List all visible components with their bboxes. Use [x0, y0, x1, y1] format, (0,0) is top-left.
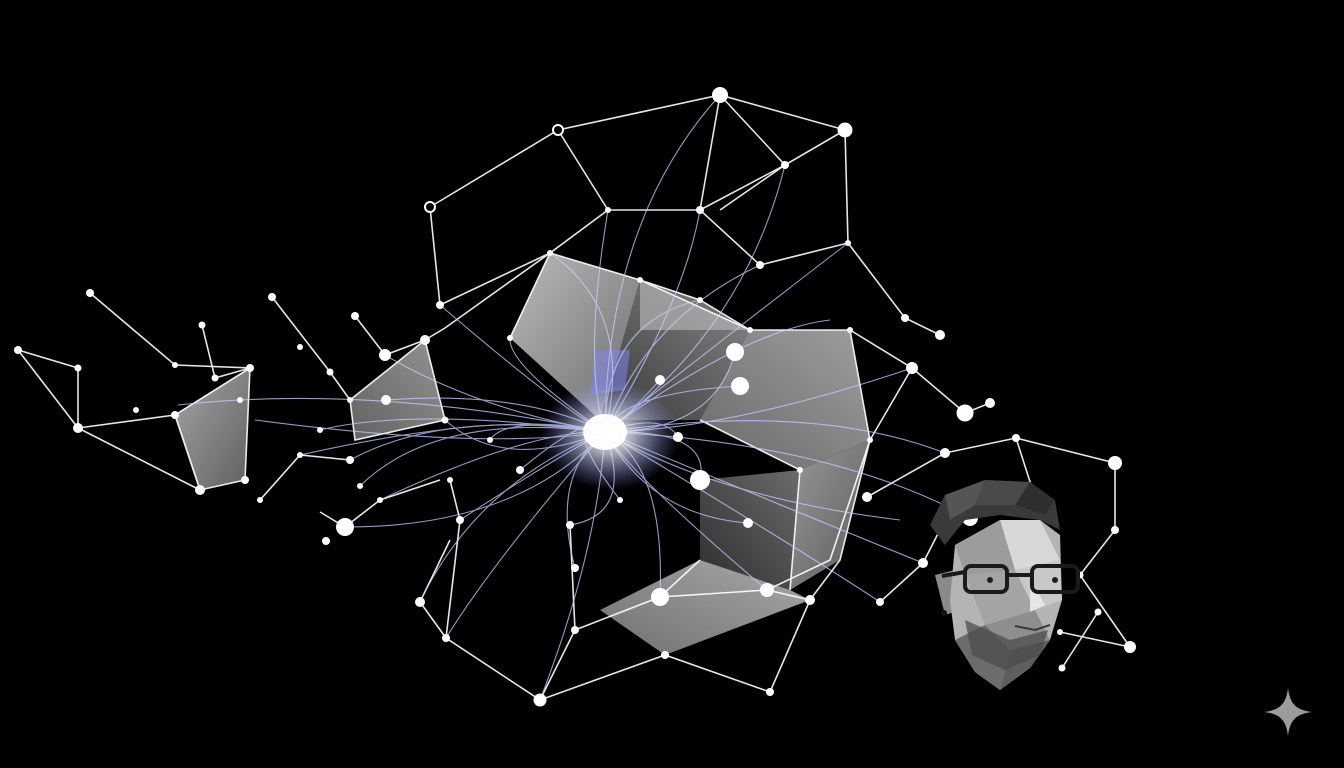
graph-node	[237, 397, 243, 403]
graph-node	[171, 411, 179, 419]
graph-node	[696, 206, 704, 214]
graph-node	[985, 398, 995, 408]
graph-node	[547, 250, 553, 256]
graph-node	[172, 362, 178, 368]
graph-node	[766, 688, 774, 696]
graph-node	[847, 327, 853, 333]
graph-node	[347, 397, 353, 403]
graph-node	[918, 558, 928, 568]
graph-node	[651, 588, 669, 606]
graph-node	[336, 518, 354, 536]
graph-node	[756, 261, 764, 269]
graph-node	[442, 634, 450, 642]
graph-node	[617, 497, 623, 503]
graph-node-hollow	[424, 201, 436, 213]
graph-node	[74, 364, 82, 372]
graph-node	[673, 432, 683, 442]
graph-node	[760, 583, 774, 597]
graph-node	[246, 364, 254, 372]
graph-node	[571, 564, 579, 572]
glasses-icon	[941, 564, 1080, 594]
graph-node	[690, 470, 710, 490]
graph-node	[14, 346, 22, 354]
graph-node	[211, 374, 219, 382]
graph-node	[935, 330, 945, 340]
hub-core	[583, 414, 627, 450]
graph-node-hollow	[552, 124, 564, 136]
graph-node	[297, 452, 303, 458]
graph-node	[901, 314, 909, 322]
graph-edges	[17, 94, 1131, 701]
graph-node	[837, 122, 853, 138]
graph-node	[257, 497, 263, 503]
graph-node	[447, 477, 453, 483]
graph-node	[712, 87, 728, 103]
graph-node	[322, 537, 330, 545]
graph-node	[86, 289, 94, 297]
graph-node	[1108, 456, 1122, 470]
graph-node	[487, 437, 493, 443]
graph-node	[876, 598, 884, 606]
graph-node	[697, 297, 703, 303]
graph-node	[516, 466, 524, 474]
graph-node	[655, 375, 665, 385]
graph-node	[571, 626, 579, 634]
graph-node	[637, 277, 643, 283]
graph-node	[507, 335, 513, 341]
graph-node	[195, 485, 205, 495]
graph-node	[1057, 629, 1063, 635]
graph-node	[456, 516, 464, 524]
graph-node	[805, 595, 815, 605]
graph-node	[956, 404, 974, 422]
graph-node	[533, 693, 547, 707]
fibre-line	[604, 94, 721, 433]
low-poly-portrait	[930, 480, 1080, 690]
graph-node	[241, 476, 249, 484]
graph-node	[743, 518, 753, 528]
graph-node	[747, 327, 753, 333]
graph-node	[198, 321, 206, 329]
graph-node	[73, 423, 83, 433]
graph-node	[379, 349, 391, 361]
graph-node	[377, 497, 383, 503]
graph-node	[845, 240, 851, 246]
graph-node	[781, 161, 789, 169]
graph-node	[1012, 434, 1020, 442]
graph-node	[605, 207, 611, 213]
graph-node	[357, 483, 363, 489]
graph-nodes	[14, 87, 1136, 707]
graph-node	[940, 448, 950, 458]
earring	[941, 610, 947, 616]
graph-node	[317, 427, 323, 433]
graph-node	[797, 467, 803, 473]
graph-node	[420, 335, 430, 345]
graph-node	[441, 416, 449, 424]
graph-node	[566, 521, 574, 529]
graph-node	[346, 456, 354, 464]
graph-node	[1111, 526, 1119, 534]
graph-node	[297, 344, 303, 350]
graph-node	[351, 312, 359, 320]
graph-node	[726, 343, 744, 361]
graph-node	[415, 597, 425, 607]
graph-node	[1094, 608, 1102, 616]
graph-node	[1058, 664, 1066, 672]
graph-node	[326, 368, 334, 376]
graph-node	[867, 437, 873, 443]
graph-node	[1124, 641, 1136, 653]
graph-node	[436, 301, 444, 309]
graph-node	[731, 377, 749, 395]
graph-node	[906, 362, 918, 374]
graph-node	[381, 395, 391, 405]
graph-node	[862, 492, 872, 502]
graph-node	[268, 293, 276, 301]
graph-node	[133, 407, 139, 413]
graph-node	[661, 651, 669, 659]
sparkle-icon	[1264, 688, 1312, 736]
